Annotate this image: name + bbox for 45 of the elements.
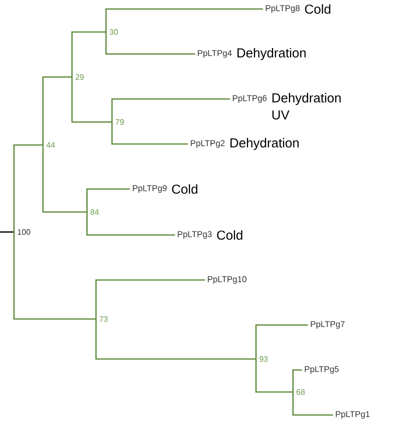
bootstrap-value: 84	[90, 209, 99, 215]
bootstrap-value: 73	[100, 316, 108, 322]
branch-line	[105, 32, 195, 55]
branch-line	[86, 212, 175, 236]
stress-label: Cold	[172, 184, 198, 194]
branch-line	[105, 8, 263, 32]
branch-line	[111, 98, 230, 122]
branch-line	[292, 369, 302, 392]
gene-label: PpLTPg4	[198, 50, 232, 58]
branch-line	[71, 77, 112, 123]
branch-line	[95, 319, 256, 360]
branch-line	[95, 279, 205, 319]
gene-label: PpLTPg3	[178, 231, 212, 239]
bootstrap-value: 68	[296, 389, 305, 395]
stress-label: Dehydration	[272, 92, 341, 106]
stress-label: Dehydration	[230, 138, 299, 150]
gene-label: PpLTPg2	[190, 140, 225, 148]
gene-label: PpLTPg8	[266, 5, 300, 13]
bootstrap-value: 30	[110, 29, 118, 35]
gene-label: PpLTPg7	[310, 321, 345, 329]
branch-line	[292, 392, 333, 416]
stress-label: Dehydration	[237, 48, 306, 60]
branch-line	[13, 232, 96, 320]
bootstrap-value: 79	[116, 119, 124, 125]
branch-line	[86, 188, 130, 212]
gene-label: PpLTPg10	[208, 276, 246, 284]
branch-line	[255, 324, 308, 359]
stress-label: Cold	[305, 4, 330, 14]
branch-line	[111, 122, 188, 145]
branch-line	[255, 359, 293, 393]
branch-line	[42, 145, 87, 213]
stress-label: UV	[272, 110, 290, 120]
branch-line	[71, 31, 106, 77]
gene-label: PpLTPg6	[232, 95, 267, 103]
gene-label: PpLTPg9	[132, 185, 167, 193]
bootstrap-value: 100	[18, 229, 30, 235]
branch-line	[0, 231, 14, 233]
branch-line	[42, 76, 72, 145]
gene-label: PpLTPg5	[304, 366, 339, 374]
gene-label: PpLTPg1	[336, 411, 370, 419]
bootstrap-value: 44	[46, 142, 55, 148]
bootstrap-value: 29	[76, 74, 84, 80]
stress-label: Cold	[217, 230, 242, 240]
branch-line	[13, 144, 43, 232]
bootstrap-value: 93	[260, 356, 268, 362]
